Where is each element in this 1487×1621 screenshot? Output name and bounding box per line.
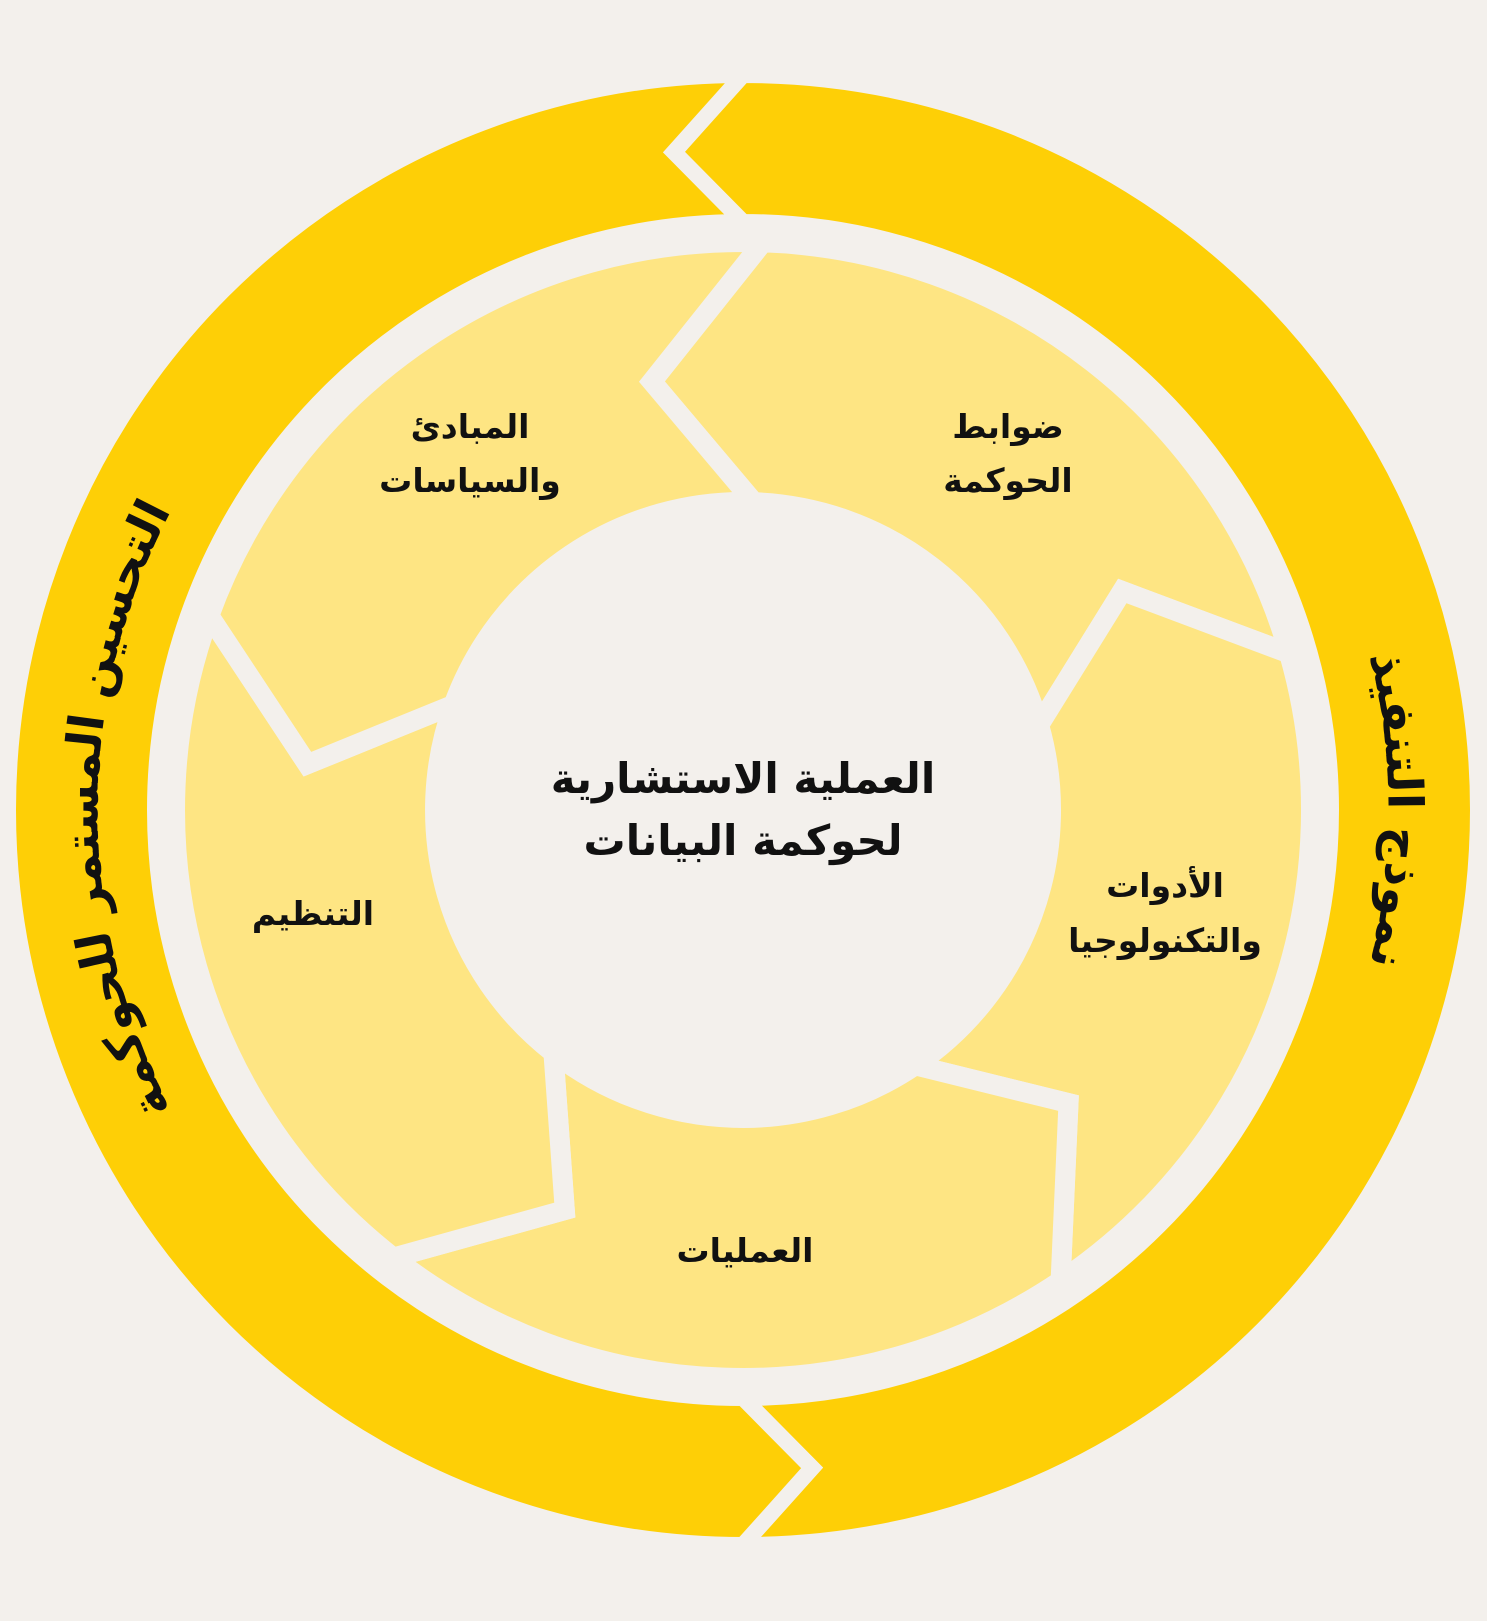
center-title-line1: العملية الاستشارية	[551, 754, 935, 803]
segment-label-organization: التنظيم	[252, 894, 374, 933]
segment-label-operations: العمليات	[677, 1231, 814, 1270]
segment-label-governance-controls-line1: ضوابط	[952, 407, 1064, 447]
segment-label-tools-technology-line1: الأدوات	[1106, 865, 1224, 906]
outer-ring	[0, 66, 1486, 1554]
center-title-line2: لحوكمة البيانات	[583, 816, 902, 866]
segment-label-tools-technology-line2: والتكنولوجيا	[1068, 921, 1262, 961]
outer-arrow-implementation-model	[662, 66, 1486, 1554]
inner-ring-segments	[165, 231, 1322, 1389]
segment-label-principles-policies-line2: والسياسات	[379, 461, 561, 501]
center-disc	[435, 502, 1051, 1118]
segment-label-governance-controls-line2: الحوكمة	[943, 461, 1073, 501]
outer-arrow-continuous-improvement	[0, 66, 824, 1554]
segment-label-principles-policies-line1: المبادئ	[411, 407, 530, 446]
